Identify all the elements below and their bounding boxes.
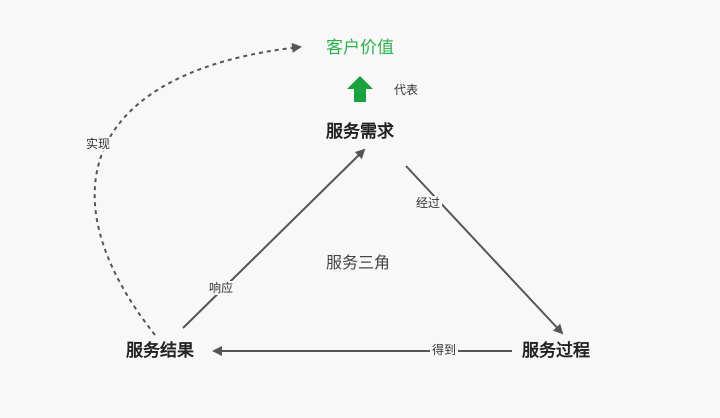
respond-label: 响应 (207, 281, 236, 295)
green-up-arrow-icon (347, 76, 373, 102)
customer-value-node: 客户价值 (326, 38, 394, 58)
respond-arrow (182, 148, 366, 329)
realize-dashed-arrow (93, 42, 302, 336)
via-arrow (405, 165, 564, 335)
realize-label: 实现 (84, 137, 113, 151)
service-result-node: 服务结果 (126, 341, 194, 361)
obtain-label: 得到 (430, 343, 459, 357)
service-demand-node: 服务需求 (326, 122, 394, 142)
via-label: 经过 (414, 196, 443, 210)
service-process-node: 服务过程 (522, 341, 590, 361)
service-triangle-center-label: 服务三角 (326, 253, 391, 272)
represents-label: 代表 (392, 83, 421, 97)
